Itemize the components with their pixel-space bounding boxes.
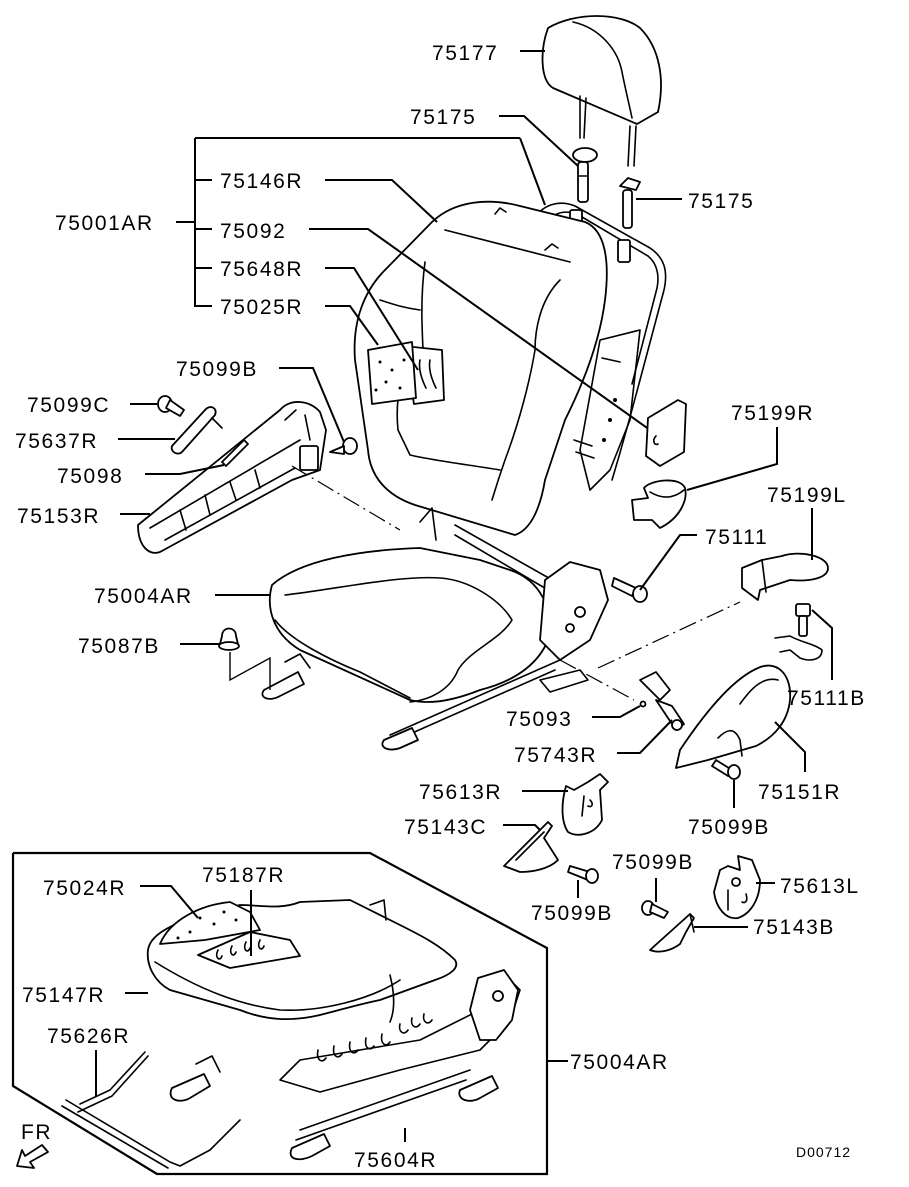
side-shield-75153R[interactable]	[137, 401, 327, 554]
label-75024R: 75024R	[43, 877, 126, 900]
hog-ring-cover-75092[interactable]	[645, 399, 687, 467]
cover-75199L[interactable]	[741, 552, 829, 601]
seatback-assembly-labels: 75001AR 75146R 75092 75648R 75025R	[55, 137, 651, 431]
label-75099B-right: 75099B	[688, 816, 770, 839]
screw-75099B-lower-right[interactable]	[641, 900, 669, 919]
label-75092: 75092	[220, 220, 286, 243]
right-parts-labels: 75199R 75199L 75111 75111B 75093 75743R …	[506, 402, 866, 839]
label-75098: 75098	[57, 465, 123, 488]
screw-75099B-upper[interactable]	[329, 437, 358, 455]
label-75004AR: 75004AR	[94, 585, 193, 608]
bracket-cover-75613R[interactable]	[561, 773, 609, 836]
label-75187R: 75187R	[202, 864, 285, 887]
side-shield-labels: 75099B 75099C 75637R 75098 75153R	[15, 358, 345, 528]
front-direction-indicator: FR	[16, 1121, 52, 1169]
nut-assembly-line	[229, 652, 271, 690]
screw-75099B-lower-mid[interactable]	[567, 865, 599, 884]
front-arrow-icon	[16, 1144, 49, 1169]
label-75151R: 75151R	[758, 781, 841, 804]
label-75143C: 75143C	[404, 816, 487, 839]
cover-75199R[interactable]	[631, 479, 687, 529]
label-75143B: 75143B	[753, 916, 835, 939]
headrest-label-group: 75177	[432, 42, 545, 65]
bracket-cover-75613L[interactable]	[713, 855, 761, 920]
screw-75099B-right[interactable]	[711, 759, 741, 780]
label-75153R: 75153R	[17, 505, 100, 528]
label-75111: 75111	[705, 526, 768, 549]
bolt-75111[interactable]	[611, 577, 648, 603]
cap-75143B[interactable]	[649, 913, 695, 953]
assembly-line-right	[597, 601, 741, 669]
cap-75143C[interactable]	[503, 821, 559, 873]
label-75637R: 75637R	[15, 430, 98, 453]
label-75025R: 75025R	[220, 296, 303, 319]
label-75604R: 75604R	[354, 1149, 437, 1172]
screw-75099C[interactable]	[157, 395, 185, 417]
label-75111B: 75111B	[787, 687, 866, 710]
label-75146R: 75146R	[220, 170, 303, 193]
label-75648R: 75648R	[220, 258, 303, 281]
label-75177: 75177	[432, 42, 498, 65]
fr-label: FR	[21, 1121, 52, 1144]
label-75099B-lower-mid: 75099B	[531, 902, 613, 925]
inset-cushion-heater-75187R[interactable]	[197, 931, 301, 969]
shield-cover-75151R[interactable]	[675, 664, 791, 769]
inset-cushion-pad-75024R[interactable]	[159, 901, 261, 945]
label-75093: 75093	[506, 708, 572, 731]
label-75004AR-inset: 75004AR	[570, 1051, 669, 1074]
label-75626R: 75626R	[47, 1025, 130, 1048]
label-75099B-upper: 75099B	[176, 358, 258, 381]
label-75087B: 75087B	[78, 635, 160, 658]
drawing-code: D00712	[796, 1144, 851, 1160]
assembly-line-buckle	[559, 659, 635, 701]
bolt-75111B[interactable]	[774, 603, 823, 661]
seatback-pad-75025R[interactable]	[367, 341, 417, 405]
cushion-labels: 75004AR 75087B	[78, 585, 270, 658]
inset-wire-75626R[interactable]	[61, 1051, 241, 1169]
assembly-line-side-shield	[291, 465, 401, 531]
cushion-assembly-inset-frame	[11, 851, 549, 1176]
label-75099B-lower-right: 75099B	[612, 851, 694, 874]
nut-75087B[interactable]	[218, 627, 240, 651]
buckle-75743R[interactable]	[639, 671, 685, 731]
inset-seat-frame-springs	[169, 969, 521, 1161]
headrest-guide-labels: 75175 75175	[410, 106, 754, 213]
label-75199L: 75199L	[767, 484, 847, 507]
knob-cover-75637R[interactable]	[170, 406, 223, 455]
label-75613R: 75613R	[419, 781, 502, 804]
label-75199R: 75199R	[731, 402, 814, 425]
label-75099C: 75099C	[27, 394, 110, 417]
seat-frame-rails	[261, 507, 609, 751]
pin-75093[interactable]	[639, 700, 647, 708]
inset-labels: 75024R 75187R 75147R 75626R 75604R 75004…	[22, 864, 669, 1172]
label-75175-right: 75175	[688, 190, 754, 213]
seat-cushion-75004AR[interactable]	[268, 547, 551, 703]
seatback-cover-75146R[interactable]	[353, 200, 608, 536]
label-75147R: 75147R	[22, 984, 105, 1007]
label-75613L: 75613L	[780, 875, 860, 898]
label-75001AR: 75001AR	[55, 212, 154, 235]
headrest-75177[interactable]	[541, 15, 662, 167]
label-75743R: 75743R	[514, 744, 597, 767]
headrest-guide-left-75175[interactable]	[572, 147, 598, 203]
label-75175-left: 75175	[410, 106, 476, 129]
headrest-guide-right-75175[interactable]	[619, 177, 641, 229]
lever-75098[interactable]	[221, 439, 249, 467]
lower-parts-labels: 75613R 75143C 75099B 75099B 75613L 75143…	[404, 781, 860, 939]
